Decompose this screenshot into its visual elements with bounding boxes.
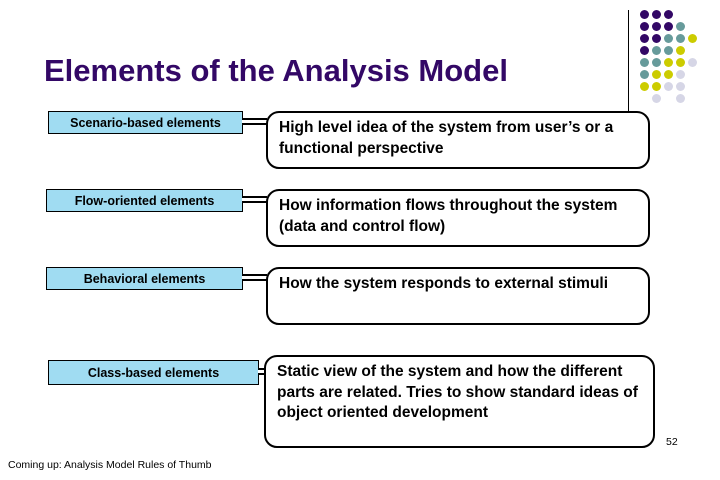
dot [664,34,673,43]
dot [664,58,673,67]
dot [688,34,697,43]
dot [640,58,649,67]
connector-line [242,196,267,203]
element-label-text: Scenario-based elements [70,115,221,130]
element-description-behavioral: How the system responds to external stim… [266,267,650,325]
dot [676,70,685,79]
dot [652,22,661,31]
element-description-text: How information flows throughout the sys… [279,197,618,235]
element-label-scenario: Scenario-based elements [48,111,243,134]
dot [640,10,649,19]
dot [664,70,673,79]
decorative-dot-pattern [640,10,710,110]
element-label-text: Behavioral elements [83,271,206,286]
dot [640,46,649,55]
dot [640,70,649,79]
element-label-text: Class-based elements [87,365,220,380]
footer-note: Coming up: Analysis Model Rules of Thumb [8,459,212,471]
dot [640,82,649,91]
element-label-text: Flow-oriented elements [74,193,215,208]
element-description-text: High level idea of the system from user’… [279,119,614,157]
dot [652,10,661,19]
dot [676,82,685,91]
decorative-vertical-line [628,10,629,112]
dot [676,58,685,67]
dot [652,34,661,43]
dot [664,10,673,19]
dot [652,46,661,55]
slide-page-number: 52 [666,436,678,448]
slide-title: Elements of the Analysis Model [44,53,508,88]
dot [676,22,685,31]
connector-line [242,274,267,281]
element-label-class: Class-based elements [48,360,259,385]
element-description-text: Static view of the system and how the di… [277,363,638,421]
dot [652,70,661,79]
dot [664,82,673,91]
dot [676,34,685,43]
dot [652,94,661,103]
dot [664,46,673,55]
dot [676,46,685,55]
element-label-behavioral: Behavioral elements [46,267,243,290]
element-description-scenario: High level idea of the system from user’… [266,111,650,169]
element-description-class: Static view of the system and how the di… [264,355,655,448]
connector-line [242,118,267,125]
dot [640,22,649,31]
connector-line [258,368,266,375]
dot [688,58,697,67]
dot [640,34,649,43]
element-label-flow: Flow-oriented elements [46,189,243,212]
element-description-flow: How information flows throughout the sys… [266,189,650,247]
dot [652,58,661,67]
dot [652,82,661,91]
dot [676,94,685,103]
dot [664,22,673,31]
element-description-text: How the system responds to external stim… [279,275,609,292]
